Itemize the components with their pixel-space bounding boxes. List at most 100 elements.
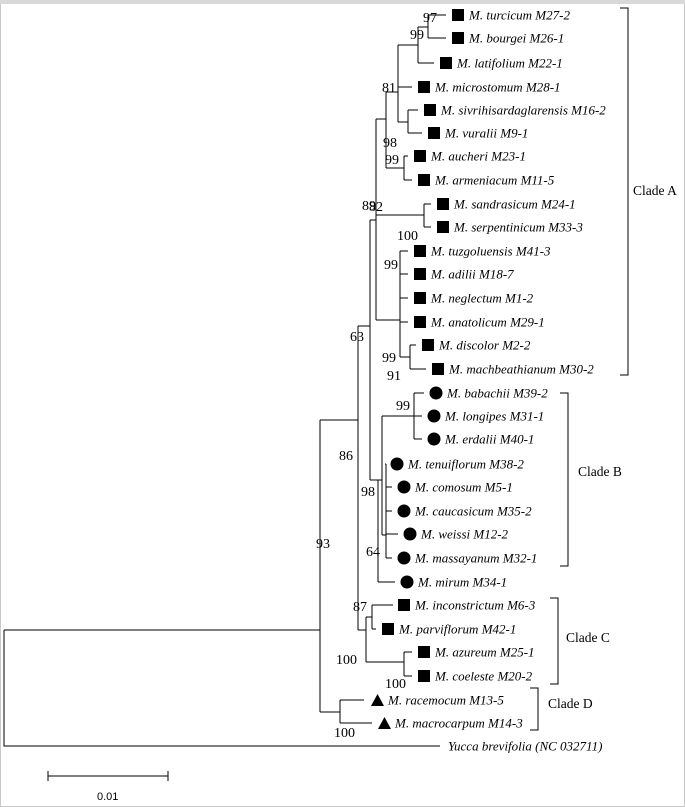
square-marker-icon [418, 81, 430, 93]
bootstrap-value: 81 [382, 81, 396, 96]
clade-c-label: Clade C [566, 630, 610, 645]
taxon-label: M. macrocarpum M14-3 [394, 716, 523, 731]
taxon-label: M. babachii M39-2 [446, 386, 548, 401]
bootstrap-value: 99 [384, 258, 398, 273]
tree-tip: M. macrocarpum M14-3 [378, 716, 523, 731]
bootstrap-value: 63 [350, 330, 364, 345]
taxon-label: M. tuzgoluensis M41-3 [430, 244, 551, 259]
bootstrap-value: 100 [336, 653, 357, 668]
taxon-label: M. serpentinicum M33-3 [453, 220, 583, 235]
taxon-label: M. inconstrictum M6-3 [414, 598, 536, 613]
taxon-label: M. latifolium M22-1 [456, 56, 563, 71]
bootstrap-value: 98 [361, 485, 375, 500]
tree-tip: M. neglectum M1-2 [414, 291, 534, 306]
bootstrap-value: 87 [353, 600, 367, 615]
square-marker-icon [414, 150, 426, 162]
bootstrap-value: 100 [385, 677, 406, 692]
clade-d-label: Clade D [548, 696, 593, 711]
taxon-label: M. sandrasicum M24-1 [453, 197, 576, 212]
taxon-label: M. neglectum M1-2 [430, 291, 534, 306]
circle-marker-icon [397, 551, 411, 565]
tree-tip: M. bourgei M26-1 [452, 31, 564, 46]
taxon-label: M. sivrihisardaglarensis M16-2 [440, 103, 606, 118]
taxon-label: Yucca brevifolia (NC 032711) [448, 739, 602, 754]
tree-tip: M. comosum M5-1 [397, 480, 513, 495]
square-marker-icon [418, 174, 430, 186]
clade-d-bracket [530, 687, 539, 731]
scale-bar: 0.01 [47, 771, 169, 803]
tree-tip: M. inconstrictum M6-3 [398, 598, 536, 613]
tree-tip: M. massayanum M32-1 [397, 551, 537, 566]
square-marker-icon [398, 599, 410, 611]
bootstrap-value: 64 [366, 545, 380, 560]
triangle-marker-icon [371, 694, 384, 706]
tree-tip: M. adilii M18-7 [414, 267, 514, 282]
tree-tip: M. armeniacum M11-5 [418, 173, 555, 188]
tree-tip: M. machbeathianum M30-2 [432, 362, 594, 377]
bootstrap-value: 98 [383, 136, 397, 151]
clade-b-label: Clade B [578, 464, 622, 479]
circle-marker-icon [400, 575, 414, 589]
taxon-label: M. parviflorum M42-1 [398, 622, 516, 637]
clade-a-bracket [620, 7, 629, 376]
square-marker-icon [452, 9, 464, 21]
clade-b-bracket [560, 392, 569, 567]
bootstrap-value: 100 [334, 726, 355, 741]
bootstrap-value: 100 [397, 229, 418, 244]
tree-tip: M. latifolium M22-1 [440, 56, 563, 71]
circle-marker-icon [403, 527, 417, 541]
square-marker-icon [432, 363, 444, 375]
tree-tip: M. serpentinicum M33-3 [437, 220, 583, 235]
bootstrap-value: 89 [362, 199, 376, 214]
taxon-label: M. longipes M31-1 [444, 409, 544, 424]
taxon-label: M. armeniacum M11-5 [434, 173, 555, 188]
tree-tip: M. caucasicum M35-2 [397, 504, 532, 519]
taxon-label: M. anatolicum M29-1 [430, 315, 545, 330]
square-marker-icon [382, 623, 394, 635]
top-border [0, 0, 685, 4]
tree-tip: M. tuzgoluensis M41-3 [414, 244, 551, 259]
bootstrap-value: 86 [339, 449, 353, 464]
circle-marker-icon [390, 457, 404, 471]
circle-marker-icon [427, 409, 441, 423]
square-marker-icon [422, 339, 434, 351]
bootstrap-value: 82 [369, 200, 383, 215]
square-marker-icon [418, 646, 430, 658]
clade-c-bracket [550, 597, 559, 685]
square-marker-icon [424, 104, 436, 116]
bootstrap-value: 99 [382, 351, 396, 366]
tree-tip: M. parviflorum M42-1 [382, 622, 516, 637]
clade-brackets [530, 7, 629, 731]
taxon-label: M. racemocum M13-5 [387, 693, 504, 708]
bootstrap-value: 99 [385, 153, 399, 168]
square-marker-icon [414, 245, 426, 257]
square-marker-icon [437, 198, 449, 210]
taxon-label: M. aucheri M23-1 [430, 149, 526, 164]
taxon-label: M. turcicum M27-2 [468, 8, 570, 23]
scale-bar-label: 0.01 [97, 791, 118, 803]
bootstrap-value: 99 [410, 28, 424, 43]
taxon-label: M. comosum M5-1 [414, 480, 513, 495]
taxa-layer: M. turcicum M27-2 M. bourgei M26-1 M. lati… [371, 8, 606, 754]
taxon-label: M. caucasicum M35-2 [414, 504, 532, 519]
tree-tip: M. microstomum M28-1 [418, 80, 561, 95]
tree-tip: M. erdalii M40-1 [427, 432, 534, 447]
tree-tip: M. mirum M34-1 [400, 575, 507, 590]
bootstrap-value: 99 [396, 399, 410, 414]
tree-tip: M. coeleste M20-2 [418, 669, 533, 684]
taxon-label: M. bourgei M26-1 [468, 31, 564, 46]
circle-marker-icon [397, 504, 411, 518]
bootstrap-layer: 9799819899898210099999163998698649387100… [316, 11, 437, 741]
tree-tip: M. weissi M12-2 [403, 527, 509, 542]
taxon-label: M. coeleste M20-2 [434, 669, 533, 684]
bootstrap-value: 91 [387, 369, 401, 384]
taxon-label: M. azureum M25-1 [434, 645, 535, 660]
clade-a-label: Clade A [633, 183, 677, 198]
taxon-label: M. discolor M2-2 [438, 338, 531, 353]
square-marker-icon [437, 221, 449, 233]
circle-marker-icon [427, 432, 441, 446]
taxon-label: M. weissi M12-2 [420, 527, 509, 542]
tree-tip: Yucca brevifolia (NC 032711) [448, 739, 602, 754]
taxon-label: M. mirum M34-1 [417, 575, 507, 590]
